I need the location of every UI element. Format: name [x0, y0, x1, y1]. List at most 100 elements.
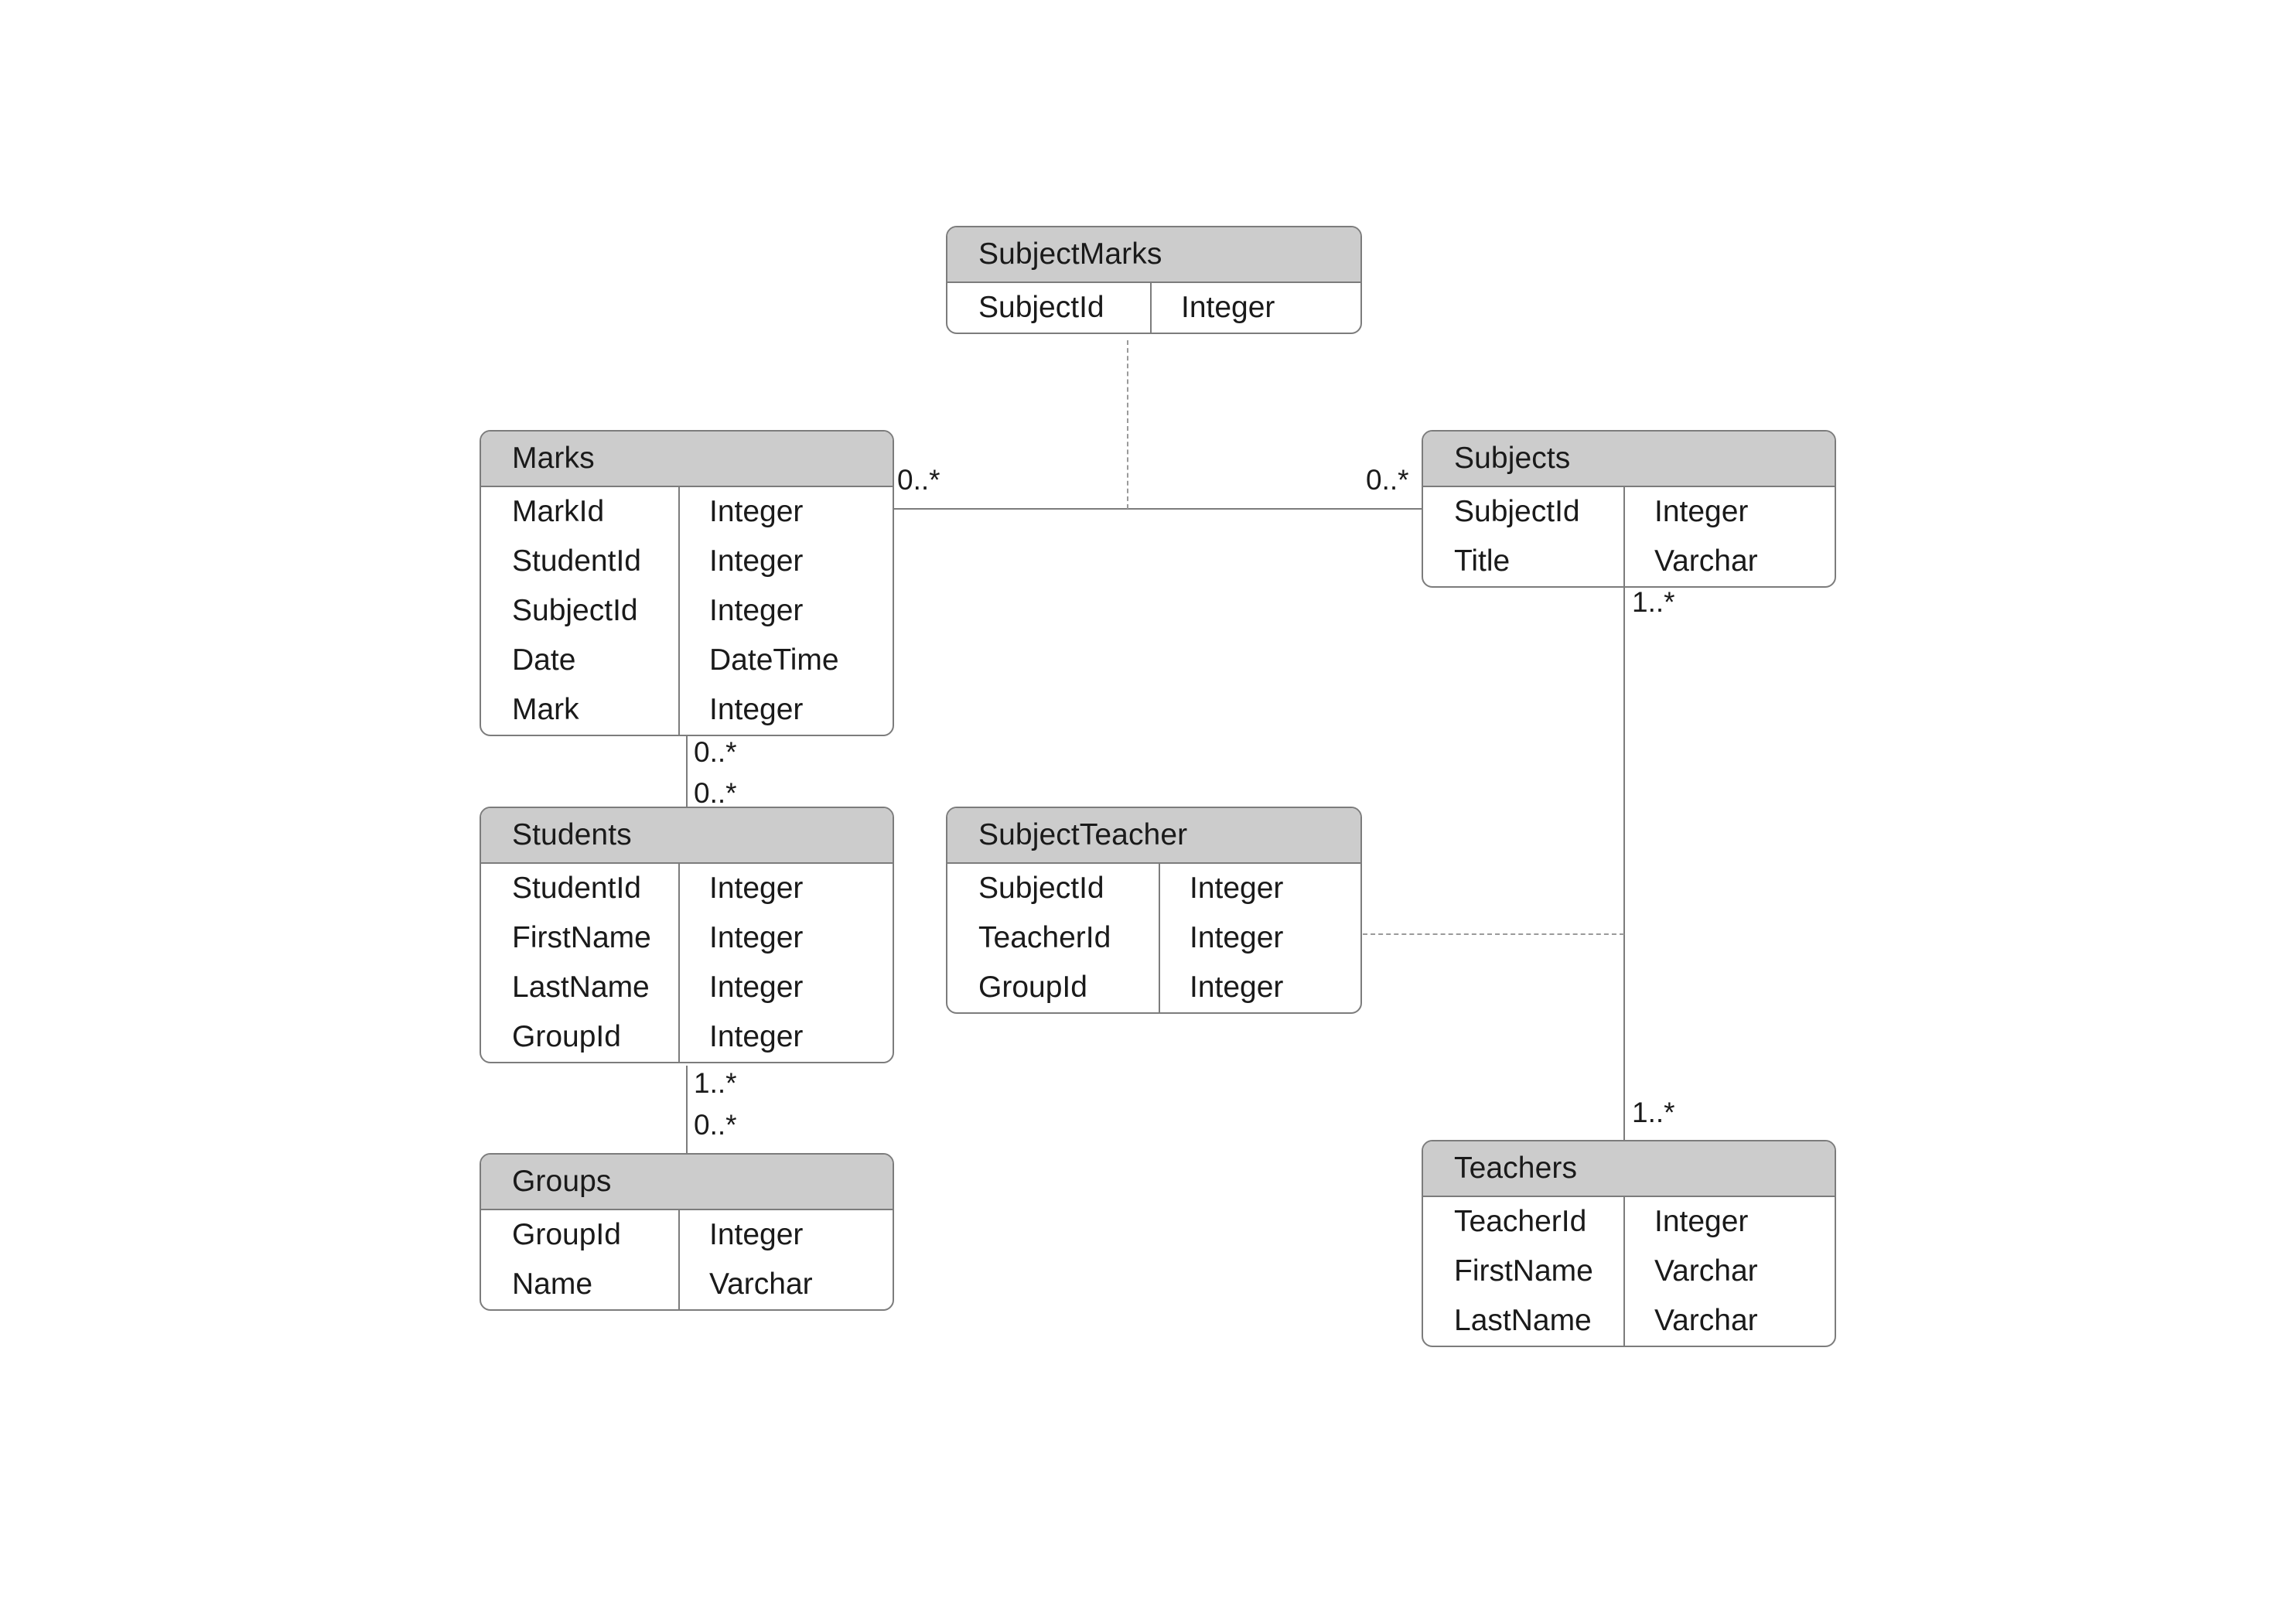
multiplicity-subjects-bottom: 1..*	[1632, 586, 1675, 618]
connector-subjects-teachers	[1623, 585, 1625, 1140]
entity-body-subjects: SubjectId Integer Title Varchar	[1423, 487, 1835, 586]
attribute-type: Integer	[709, 921, 804, 954]
entity-subject-teacher[interactable]: SubjectTeacher SubjectId Integer Teacher…	[946, 807, 1362, 1014]
entity-body-marks: MarkId Integer StudentId Integer Subject…	[481, 487, 893, 735]
entity-body-subject-teacher: SubjectId Integer TeacherId Integer Grou…	[947, 864, 1360, 1012]
attribute-type: Integer	[1181, 291, 1275, 324]
connector-subjectmarks-dashed	[1127, 340, 1128, 509]
multiplicity-groups-top: 0..*	[694, 1109, 737, 1141]
column-divider	[1159, 864, 1160, 1012]
column-divider	[1623, 1197, 1625, 1346]
attribute-type: Integer	[1654, 495, 1749, 528]
attribute-name: SubjectId	[1454, 495, 1580, 528]
entity-groups[interactable]: Groups GroupId Integer Name Varchar	[480, 1153, 894, 1311]
attribute-type: Integer	[709, 1020, 804, 1053]
entity-title-teachers: Teachers	[1423, 1141, 1835, 1197]
table-row: SubjectId Integer	[947, 283, 1360, 333]
column-divider	[1150, 283, 1152, 333]
attribute-name: TeacherId	[1454, 1205, 1587, 1238]
entity-subjects[interactable]: Subjects SubjectId Integer Title Varchar	[1422, 430, 1836, 588]
attribute-name: Date	[512, 643, 576, 677]
attribute-type: Integer	[1654, 1205, 1749, 1238]
attribute-type: Integer	[709, 971, 804, 1004]
attribute-type: DateTime	[709, 643, 839, 677]
attribute-name: SubjectId	[978, 872, 1104, 905]
table-row: SubjectId Integer	[1423, 487, 1835, 537]
connector-marks-subjects	[893, 508, 1423, 510]
table-row: GroupId Integer	[947, 963, 1360, 1012]
connector-marks-students	[686, 735, 688, 822]
attribute-type: Varchar	[1654, 1254, 1758, 1288]
entity-body-teachers: TeacherId Integer FirstName Varchar Last…	[1423, 1197, 1835, 1346]
attribute-name: Title	[1454, 544, 1511, 578]
entity-students[interactable]: Students StudentId Integer FirstName Int…	[480, 807, 894, 1063]
attribute-name: MarkId	[512, 495, 605, 528]
attribute-type: Integer	[1190, 971, 1284, 1004]
attribute-name: GroupId	[512, 1020, 621, 1053]
attribute-name: StudentId	[512, 872, 641, 905]
attribute-name: Name	[512, 1267, 593, 1301]
attribute-type: Integer	[1190, 921, 1284, 954]
attribute-type: Varchar	[1654, 1304, 1758, 1337]
table-row: SubjectId Integer	[481, 586, 893, 636]
multiplicity-students-bottom: 1..*	[694, 1067, 737, 1099]
entity-title-subject-marks: SubjectMarks	[947, 227, 1360, 283]
attribute-type: Integer	[1190, 872, 1284, 905]
table-row: Mark Integer	[481, 685, 893, 735]
table-row: FirstName Integer	[481, 913, 893, 963]
table-row: MarkId Integer	[481, 487, 893, 537]
column-divider	[1623, 487, 1625, 586]
table-row: StudentId Integer	[481, 864, 893, 913]
attribute-name: GroupId	[978, 971, 1087, 1004]
table-row: Date DateTime	[481, 636, 893, 685]
attribute-name: SubjectId	[978, 291, 1104, 324]
connector-subjectteacher-dashed	[1363, 933, 1624, 935]
table-row: LastName Integer	[481, 963, 893, 1012]
multiplicity-marks-right: 0..*	[897, 464, 940, 496]
attribute-type: Integer	[709, 544, 804, 578]
table-row: StudentId Integer	[481, 537, 893, 586]
table-row: GroupId Integer	[481, 1210, 893, 1260]
entity-marks[interactable]: Marks MarkId Integer StudentId Integer S…	[480, 430, 894, 736]
multiplicity-subjects-left: 0..*	[1366, 464, 1409, 496]
entity-title-marks: Marks	[481, 432, 893, 487]
attribute-type: Integer	[709, 1218, 804, 1251]
attribute-type: Varchar	[709, 1267, 813, 1301]
table-row: TeacherId Integer	[1423, 1197, 1835, 1247]
attribute-name: Mark	[512, 693, 579, 726]
multiplicity-teachers-top: 1..*	[1632, 1097, 1675, 1128]
table-row: FirstName Varchar	[1423, 1247, 1835, 1296]
entity-teachers[interactable]: Teachers TeacherId Integer FirstName Var…	[1422, 1140, 1836, 1347]
table-row: TeacherId Integer	[947, 913, 1360, 963]
entity-body-subject-marks: SubjectId Integer	[947, 283, 1360, 333]
multiplicity-marks-bottom: 0..*	[694, 736, 737, 768]
table-row: GroupId Integer	[481, 1012, 893, 1062]
entity-title-groups: Groups	[481, 1155, 893, 1210]
attribute-type: Varchar	[1654, 544, 1758, 578]
entity-title-students: Students	[481, 808, 893, 864]
attribute-name: TeacherId	[978, 921, 1111, 954]
column-divider	[678, 864, 680, 1062]
attribute-name: StudentId	[512, 544, 641, 578]
attribute-name: SubjectId	[512, 594, 638, 627]
attribute-type: Integer	[709, 594, 804, 627]
entity-title-subject-teacher: SubjectTeacher	[947, 808, 1360, 864]
attribute-type: Integer	[709, 872, 804, 905]
table-row: LastName Varchar	[1423, 1296, 1835, 1346]
attribute-type: Integer	[709, 693, 804, 726]
table-row: SubjectId Integer	[947, 864, 1360, 913]
entity-body-students: StudentId Integer FirstName Integer Last…	[481, 864, 893, 1062]
multiplicity-students-top: 0..*	[694, 777, 737, 809]
attribute-name: LastName	[512, 971, 650, 1004]
entity-subject-marks[interactable]: SubjectMarks SubjectId Integer	[946, 226, 1362, 334]
entity-title-subjects: Subjects	[1423, 432, 1835, 487]
attribute-name: FirstName	[512, 921, 651, 954]
entity-body-groups: GroupId Integer Name Varchar	[481, 1210, 893, 1309]
column-divider	[678, 1210, 680, 1309]
table-row: Name Varchar	[481, 1260, 893, 1309]
attribute-name: LastName	[1454, 1304, 1592, 1337]
table-row: Title Varchar	[1423, 537, 1835, 586]
column-divider	[678, 487, 680, 735]
attribute-name: GroupId	[512, 1218, 621, 1251]
